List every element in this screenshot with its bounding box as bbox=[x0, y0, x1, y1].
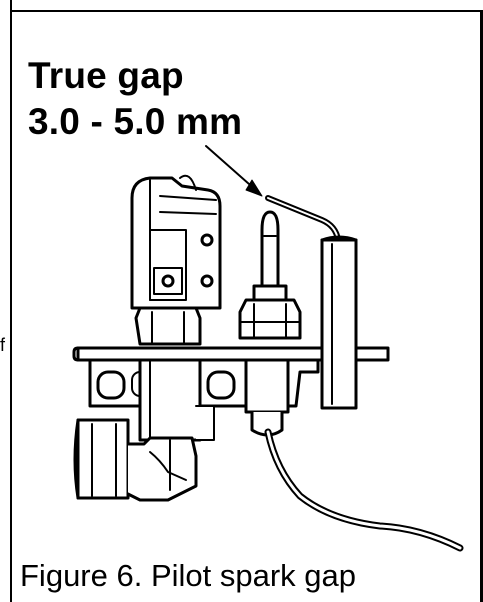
ignition-cable bbox=[264, 428, 464, 552]
figure-caption: Figure 6. Pilot spark gap bbox=[20, 558, 357, 593]
electrode-sleeve bbox=[244, 358, 290, 437]
spark-electrode bbox=[238, 210, 302, 340]
gas-inlet-fitting bbox=[73, 418, 198, 502]
gap-pointer-arrow bbox=[205, 145, 263, 197]
pilot-hood bbox=[130, 174, 222, 310]
target-rod bbox=[265, 195, 358, 410]
frame-right-border bbox=[480, 10, 483, 602]
hood-nut bbox=[134, 306, 202, 346]
frame-left-border bbox=[10, 0, 12, 602]
stray-glyph: f bbox=[0, 335, 6, 355]
gas-body bbox=[138, 358, 215, 442]
gap-label-title: True gap bbox=[28, 55, 184, 96]
frame-top-border bbox=[10, 10, 483, 12]
gap-label-value: 3.0 - 5.0 mm bbox=[28, 101, 243, 142]
